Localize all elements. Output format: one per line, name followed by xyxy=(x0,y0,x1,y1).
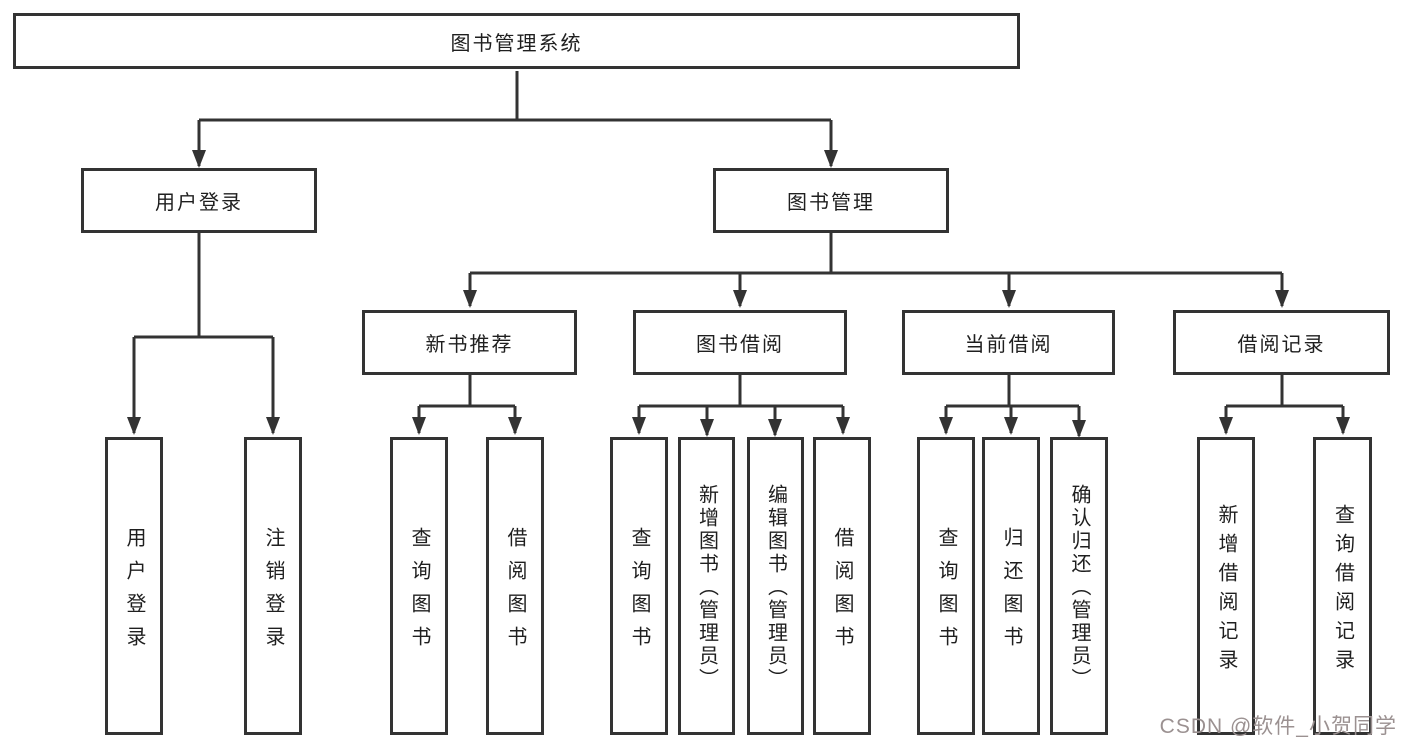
leaf-return-books: 归还图书 xyxy=(982,437,1040,735)
leaf-return-books-label: 归还图书 xyxy=(1000,526,1022,659)
node-borrowing-records-label: 借阅记录 xyxy=(1237,334,1326,356)
node-library-system-label: 图书管理系统 xyxy=(450,32,583,55)
leaf-confirm-return-admin-label: 确认归还（管理员） xyxy=(1068,484,1090,691)
leaf-borrowing-borrow-books-label: 借阅图书 xyxy=(831,526,853,659)
leaf-current-query-books: 查询图书 xyxy=(917,437,975,735)
leaf-borrowing-query-books: 查询图书 xyxy=(610,437,668,735)
node-book-management: 图书管理 xyxy=(713,168,949,233)
leaf-add-borrow-record: 新增借阅记录 xyxy=(1197,437,1255,735)
leaf-user-login-label: 用户登录 xyxy=(123,526,145,659)
node-book-borrowing-label: 图书借阅 xyxy=(696,334,784,356)
leaf-recommend-borrow-books: 借阅图书 xyxy=(486,437,544,735)
node-new-book-recommendation: 新书推荐 xyxy=(362,310,577,375)
leaf-recommend-borrow-books-label: 借阅图书 xyxy=(504,526,526,659)
leaf-edit-books-admin: 编辑图书（管理员） xyxy=(747,437,804,735)
leaf-query-borrow-record: 查询借阅记录 xyxy=(1313,437,1372,735)
leaf-borrowing-borrow-books: 借阅图书 xyxy=(813,437,871,735)
leaf-confirm-return-admin: 确认归还（管理员） xyxy=(1050,437,1108,735)
leaf-user-login: 用户登录 xyxy=(105,437,163,735)
leaf-add-books-admin: 新增图书（管理员） xyxy=(678,437,735,735)
node-new-book-recommendation-label: 新书推荐 xyxy=(425,334,514,356)
node-user-login-label: 用户登录 xyxy=(155,192,243,214)
node-library-system: 图书管理系统 xyxy=(13,13,1020,69)
node-current-borrowing: 当前借阅 xyxy=(902,310,1115,375)
leaf-logout: 注销登录 xyxy=(244,437,302,735)
node-borrowing-records: 借阅记录 xyxy=(1173,310,1390,375)
node-user-login: 用户登录 xyxy=(81,168,317,233)
csdn-watermark: CSDN @软件_小贺同学 xyxy=(1159,715,1397,738)
node-book-borrowing: 图书借阅 xyxy=(633,310,847,375)
leaf-recommend-query-books-label: 查询图书 xyxy=(408,526,430,659)
leaf-recommend-query-books: 查询图书 xyxy=(390,437,448,735)
node-current-borrowing-label: 当前借阅 xyxy=(964,334,1053,356)
leaf-borrowing-query-books-label: 查询图书 xyxy=(628,526,650,659)
leaf-logout-label: 注销登录 xyxy=(262,526,284,659)
leaf-add-books-admin-label: 新增图书（管理员） xyxy=(695,484,718,691)
node-book-management-label: 图书管理 xyxy=(787,192,875,214)
leaf-current-query-books-label: 查询图书 xyxy=(935,526,957,659)
leaf-add-borrow-record-label: 新增借阅记录 xyxy=(1215,503,1237,678)
leaf-edit-books-admin-label: 编辑图书（管理员） xyxy=(764,484,787,691)
leaf-query-borrow-record-label: 查询借阅记录 xyxy=(1331,503,1354,678)
